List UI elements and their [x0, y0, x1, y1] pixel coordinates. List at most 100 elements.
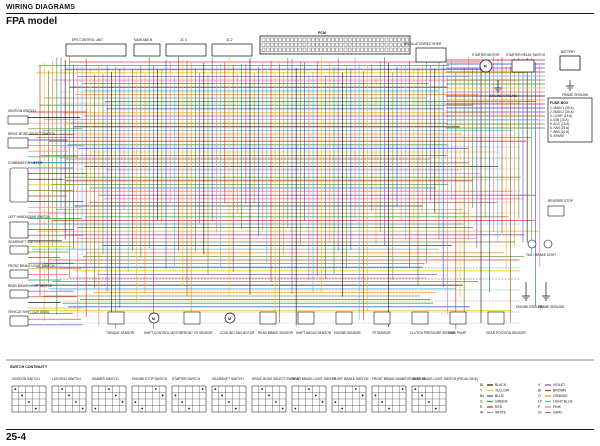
- pcm-pin: [311, 42, 315, 47]
- pcm-pin: [311, 47, 315, 52]
- jc2-block: JC 2: [211, 38, 253, 57]
- switch-table: ENGINE STOP SWITCH: [131, 377, 168, 413]
- vehicle-shift: VEHICLE SHIFT (12V 80VA): [8, 310, 49, 327]
- pcm-pin: [278, 42, 282, 47]
- pcm-pin: [360, 47, 364, 52]
- starter-label: STARTER MOTOR: [472, 53, 500, 57]
- frame-ground-label: FRAME GROUND: [562, 93, 589, 97]
- pcm-pin: [368, 42, 372, 47]
- regulator-block: REGULATOR/RECTIFIER: [404, 42, 447, 63]
- pcm-pin: [343, 47, 348, 52]
- pcm-pin: [343, 42, 348, 47]
- tail-light-label: TAIL / BRAKE LIGHT: [526, 253, 556, 257]
- pcm-pin: [393, 42, 397, 47]
- pcm-pin: [311, 37, 315, 42]
- pcm-block: PCM: [259, 31, 411, 55]
- pcm-pin: [282, 37, 286, 42]
- starter-motor: M STARTER MOTOR: [472, 53, 500, 73]
- frame-ground-top: FRAME GROUND: [562, 80, 589, 97]
- pcm-pin: [323, 37, 327, 42]
- switch-table-title: FT-SHF BRAKE SWITCH: [332, 377, 369, 381]
- legend-name: VIOLET: [553, 383, 565, 387]
- pcm-pin: [347, 37, 352, 42]
- pcm-pin: [265, 37, 270, 42]
- pcm-pin: [352, 37, 356, 42]
- combination-meter: COMBINATION METER: [8, 161, 43, 203]
- pcm-pin: [306, 37, 311, 42]
- legend-code: Bl: [480, 383, 483, 387]
- pcm-pin: [265, 42, 270, 47]
- pcm-pin: [286, 37, 290, 42]
- bottom-component-label: SHIFT ANGLE SENSOR: [296, 331, 332, 335]
- eps-label: EPS CONTROL UNIT: [72, 38, 103, 42]
- switch-table: REAR BRAKE LIGHT SWITCH (PEDAL SIDE): [411, 377, 478, 413]
- frame-ground-right-label: FRAME GROUND: [538, 305, 565, 309]
- engine-ground-top: ENGINE GROUND: [490, 80, 518, 98]
- engine-ground-right-label: ENGINE GROUND: [516, 305, 544, 309]
- pcm-pin: [319, 37, 323, 42]
- battery-label: BATTERY: [561, 50, 576, 54]
- switch-table-title: DRIVE MODE SELECT SWITCH: [252, 377, 300, 381]
- engine-ground-right: ENGINE GROUND: [516, 282, 544, 309]
- pcm-pin: [405, 42, 409, 47]
- reverse-stop-label: REVERSE STOP: [548, 199, 573, 203]
- pcm-pin: [364, 42, 368, 47]
- starter-relay-label: STARTER RELAY SWITCH: [506, 53, 546, 57]
- legend-name: PINK: [553, 405, 562, 409]
- pcm-pin: [294, 47, 298, 52]
- left-handlebar-label: LEFT HANDLEBAR SWITCH: [8, 215, 50, 219]
- bottom-component: FRONT VS SENSOR: [182, 311, 213, 335]
- bottom-component: CLUTCH PRESSURE SENSOR: [410, 311, 456, 335]
- legend-name: BLUE: [495, 394, 505, 398]
- pcm-pin: [315, 47, 319, 52]
- switch-table: FRONT BRAKE INHIBITOR SWITCH: [371, 377, 426, 413]
- pcm-pin: [290, 37, 294, 42]
- combination-label: COMBINATION METER: [8, 161, 43, 165]
- switch-table-title: REAR BRAKE LIGHT SWITCH: [292, 377, 337, 381]
- bottom-component: FUEL PUMP: [448, 311, 467, 335]
- bottom-component: SHIFT ANGLE SENSOR: [296, 311, 332, 335]
- pcm-pin: [274, 47, 278, 52]
- pcm-pin: [384, 42, 389, 47]
- pcm-pin: [388, 42, 393, 47]
- pcm-pin: [372, 47, 376, 52]
- svg-text:M: M: [152, 317, 155, 321]
- pcm-pin: [298, 42, 303, 47]
- legend-code: W: [480, 411, 484, 415]
- fuse-box-title: FUSE BOX: [550, 101, 569, 105]
- pcm-pin: [347, 47, 352, 52]
- bottom-component-label: FUEL PUMP: [448, 331, 466, 335]
- pcm-pin: [376, 47, 380, 52]
- pcm-pin: [388, 37, 393, 42]
- main-abs-block: MAIN ABS B: [133, 38, 161, 57]
- legend-name: BROWN: [553, 389, 567, 393]
- pcm-pin: [298, 47, 303, 52]
- pcm-pin: [360, 37, 364, 42]
- pcm-pin: [306, 47, 311, 52]
- legend-code: Y: [480, 389, 483, 393]
- gearshift-label: GEARSHIFT SWITCH: [8, 240, 40, 244]
- switch-table-title: LIGHTING SWITCH: [52, 377, 81, 381]
- pcm-pin: [368, 47, 372, 52]
- pcm-pin: [384, 47, 389, 52]
- pcm-pin: [393, 47, 397, 52]
- starter-relay: STARTER RELAY SWITCH: [506, 53, 546, 73]
- regulator-label: REGULATOR/RECTIFIER: [404, 42, 442, 46]
- pcm-pin: [339, 47, 344, 52]
- switch-continuity-title: SWITCH CONTINUITY: [10, 365, 48, 369]
- pcm-pin: [397, 47, 401, 52]
- pcm-pin: [347, 42, 352, 47]
- pcm-pin: [335, 37, 339, 42]
- fuse-box: FUSE BOX 1. MAIN 1 (30 A) 2. MAIN 2 (30 …: [547, 97, 593, 143]
- switch-table-title: STARTER SWITCH: [172, 377, 201, 381]
- legend-code: Bu: [480, 394, 484, 398]
- switch-table-title: FRONT BRAKE INHIBITOR SWITCH: [372, 377, 426, 381]
